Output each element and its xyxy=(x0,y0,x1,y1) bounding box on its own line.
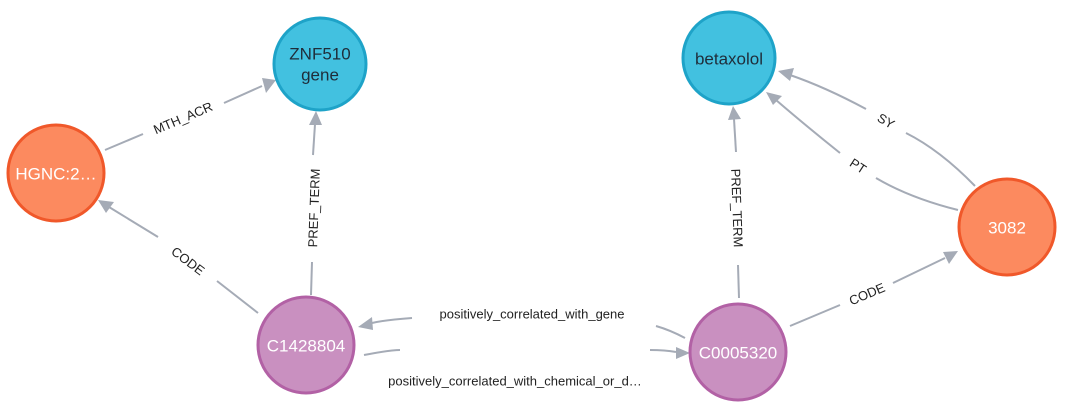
edge-pt[interactable]: PT xyxy=(766,92,959,211)
edge-label-mth-acr: MTH_ACR xyxy=(151,99,215,137)
node-znf510-gene[interactable]: ZNF510 gene xyxy=(272,16,368,112)
node-betaxolol[interactable]: betaxolol xyxy=(681,10,777,106)
edge-mth-acr[interactable]: MTH_ACR xyxy=(104,78,276,151)
edge-label-pref-term-drug: PREF_TERM xyxy=(728,168,746,247)
edge-label-pt: PT xyxy=(847,155,869,177)
edge-positively-correlated-with-chemical[interactable]: positively_correlated_with_chemical_or_d… xyxy=(363,347,690,389)
edge-pref-term-drug[interactable]: PREF_TERM xyxy=(728,106,746,299)
node-label-c0005320: C0005320 xyxy=(699,344,777,363)
node-c1428804[interactable]: C1428804 xyxy=(256,295,356,395)
edge-positively-correlated-with-gene[interactable]: positively_correlated_with_gene xyxy=(358,307,686,339)
node-label-betaxolol: betaxolol xyxy=(695,50,763,69)
edge-label-sy: SY xyxy=(875,110,898,132)
node-c0005320[interactable]: C0005320 xyxy=(688,302,788,402)
node-label-znf510-line1: ZNF510 xyxy=(289,45,350,64)
node-label-znf510-line2: gene xyxy=(301,66,339,85)
edge-pref-term-gene[interactable]: PREF_TERM xyxy=(305,111,323,296)
node-3082[interactable]: 3082 xyxy=(957,177,1057,277)
edge-code-hgnc[interactable]: CODE xyxy=(98,200,259,314)
node-label-hgnc: HGNC:2… xyxy=(15,165,96,184)
node-label-c1428804: C1428804 xyxy=(267,337,345,356)
edge-label-positively-correlated-with-chemical: positively_correlated_with_chemical_or_d… xyxy=(388,374,642,389)
edge-code-3082[interactable]: CODE xyxy=(789,251,958,327)
node-hgnc[interactable]: HGNC:2… xyxy=(6,123,106,223)
edge-label-pref-term-gene: PREF_TERM xyxy=(305,168,323,247)
edge-label-code-hgnc: CODE xyxy=(168,244,207,279)
node-label-3082: 3082 xyxy=(988,219,1026,238)
edge-label-code-3082: CODE xyxy=(847,280,888,309)
edge-label-positively-correlated-with-gene: positively_correlated_with_gene xyxy=(439,307,624,322)
